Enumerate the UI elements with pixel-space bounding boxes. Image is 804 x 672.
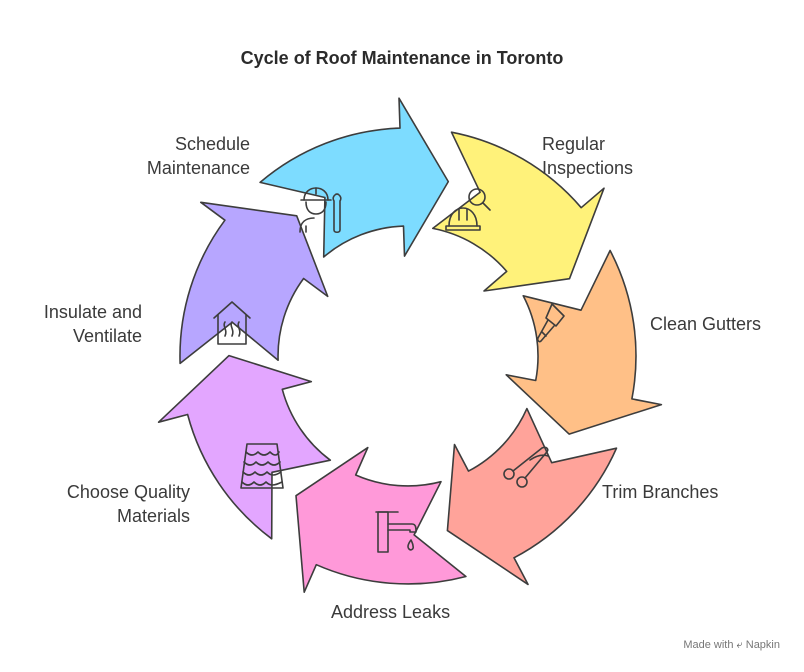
segment-schedule-maintenance xyxy=(259,97,450,258)
napkin-watermark: Made with ⤶ Napkin xyxy=(683,639,780,651)
hardhat-magnifier-icon xyxy=(445,188,491,231)
pruning-shears-icon xyxy=(503,446,549,488)
label-trim-branches: Trim Branches xyxy=(602,482,719,502)
house-heat-icon xyxy=(213,301,251,345)
segment-trim-branches xyxy=(446,407,618,586)
segment-choose-quality-materials xyxy=(157,354,332,540)
segment-insulate-ventilate xyxy=(179,201,329,365)
napkin-logo-icon: ⤶ xyxy=(736,639,743,651)
cycle-segments xyxy=(157,97,663,593)
worker-wrench-icon xyxy=(299,187,342,234)
page-title: Cycle of Roof Maintenance in Toronto xyxy=(240,48,564,68)
label-address-leaks: Address Leaks xyxy=(331,602,451,622)
segment-address-leaks xyxy=(295,446,467,593)
segment-regular-inspections xyxy=(432,131,605,292)
label-clean-gutters: Clean Gutters xyxy=(650,314,762,334)
roof-shingles-icon xyxy=(240,443,284,489)
faucet-drip-icon xyxy=(375,511,417,553)
scraper-icon xyxy=(536,303,565,343)
segment-clean-gutters xyxy=(505,249,663,435)
